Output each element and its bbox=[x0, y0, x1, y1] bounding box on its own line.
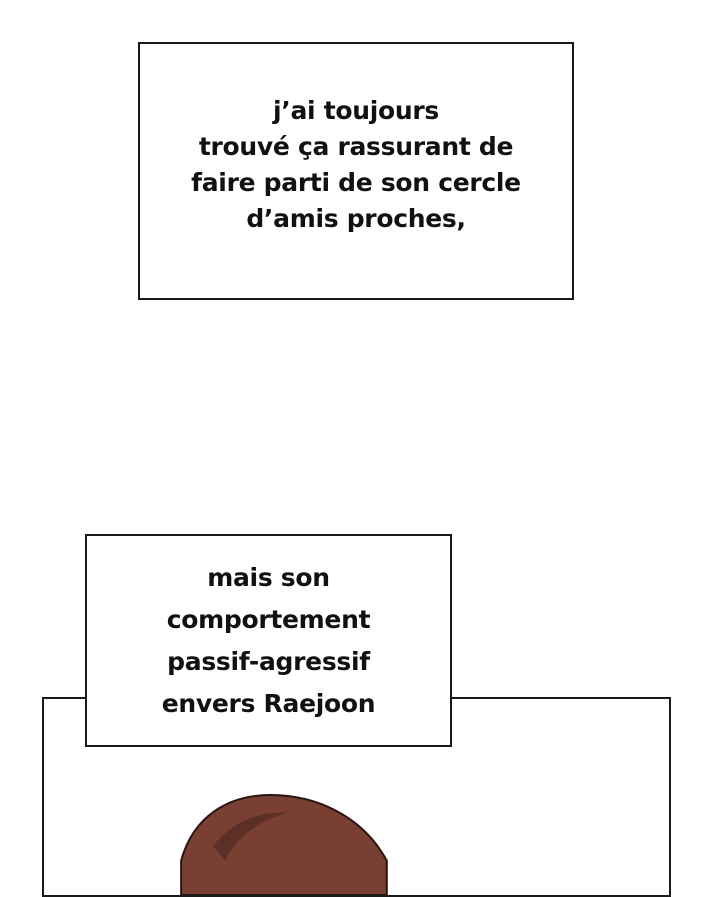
caption-line: j’ai toujours bbox=[273, 96, 439, 125]
caption-line: comportement bbox=[166, 604, 371, 634]
hair-shape bbox=[180, 794, 388, 895]
caption-line: envers Raejoon bbox=[161, 688, 376, 718]
caption-line: trouvé ça rassurant de bbox=[198, 132, 514, 161]
hair-shadow bbox=[212, 812, 288, 861]
caption-box-top: j’ai toujours trouvé ça rassurant de fai… bbox=[138, 42, 574, 300]
caption-box-bottom: mais son comportement passif-agressif en… bbox=[85, 534, 452, 747]
caption-line: d’amis proches, bbox=[246, 204, 466, 233]
caption-line: passif-agressif bbox=[167, 646, 370, 676]
caption-line: mais son bbox=[207, 562, 330, 592]
caption-line: faire parti de son cercle bbox=[191, 168, 521, 197]
